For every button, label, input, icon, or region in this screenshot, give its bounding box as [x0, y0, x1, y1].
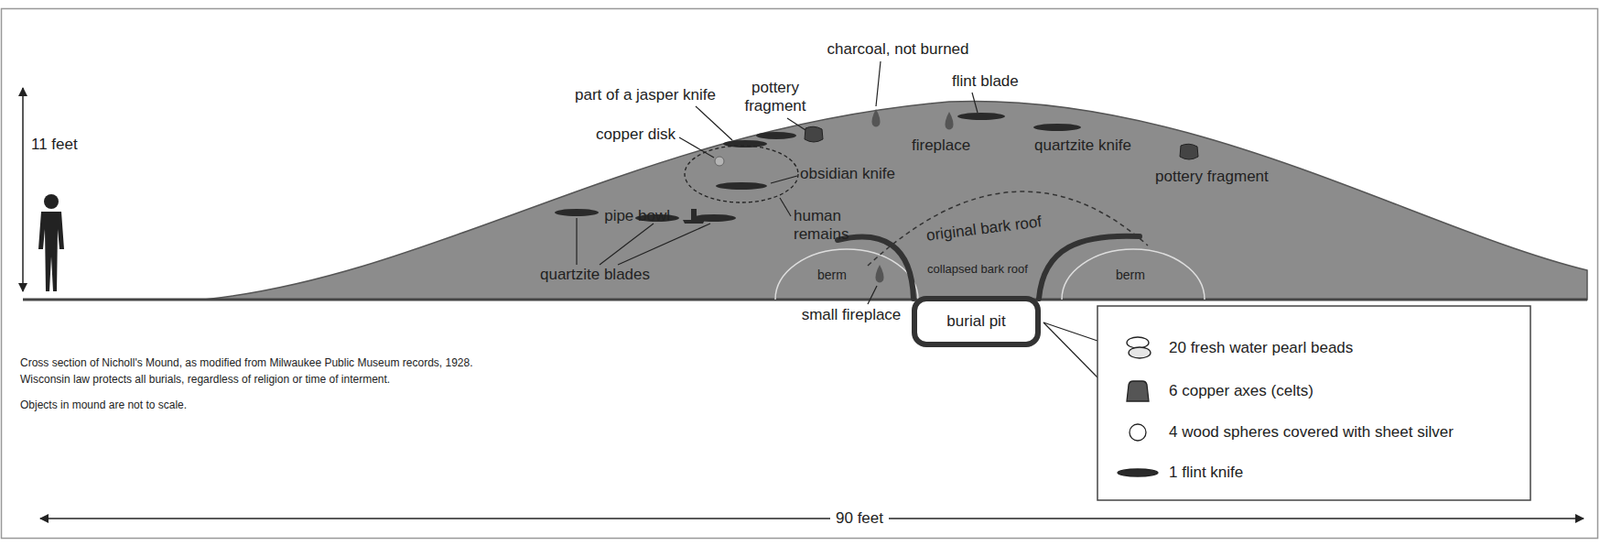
label: charcoal, not burned	[827, 40, 970, 59]
label: copper disk	[595, 125, 676, 144]
label: Wisconsin law protects all burials, rega…	[20, 373, 390, 387]
label: berm	[1115, 267, 1146, 282]
label: small fireplace	[801, 305, 902, 325]
label: quartzite blades	[540, 265, 650, 284]
label: human remains	[793, 206, 867, 243]
label: pottery fragment	[1155, 167, 1269, 186]
label: Objects in mound are not to scale.	[20, 399, 187, 412]
label: collapsed bark roof	[927, 262, 1028, 277]
label: obsidian knife	[800, 164, 896, 184]
label: fireplace	[911, 136, 971, 155]
label: quartzite knife	[1034, 136, 1132, 155]
label: flint blade	[951, 72, 1019, 91]
label: pipe bowl	[604, 206, 671, 226]
label: 11 feet	[31, 135, 78, 154]
burial-pit: burial pit	[911, 295, 1041, 347]
label: pottery fragment	[738, 78, 812, 115]
label: berm	[817, 267, 847, 282]
legend-text: 1 flint knife	[1168, 463, 1244, 482]
legend-text: 20 fresh water pearl beads	[1168, 338, 1353, 357]
legend-text: 6 copper axes (celts)	[1168, 381, 1314, 400]
label: Cross section of Nicholl's Mound, as mod…	[20, 356, 474, 370]
label: part of a jasper knife	[574, 86, 716, 105]
legend-text: 4 wood spheres covered with sheet silver	[1168, 422, 1454, 442]
label: 90 feet	[830, 508, 889, 528]
node-text: burial pit	[946, 312, 1006, 331]
